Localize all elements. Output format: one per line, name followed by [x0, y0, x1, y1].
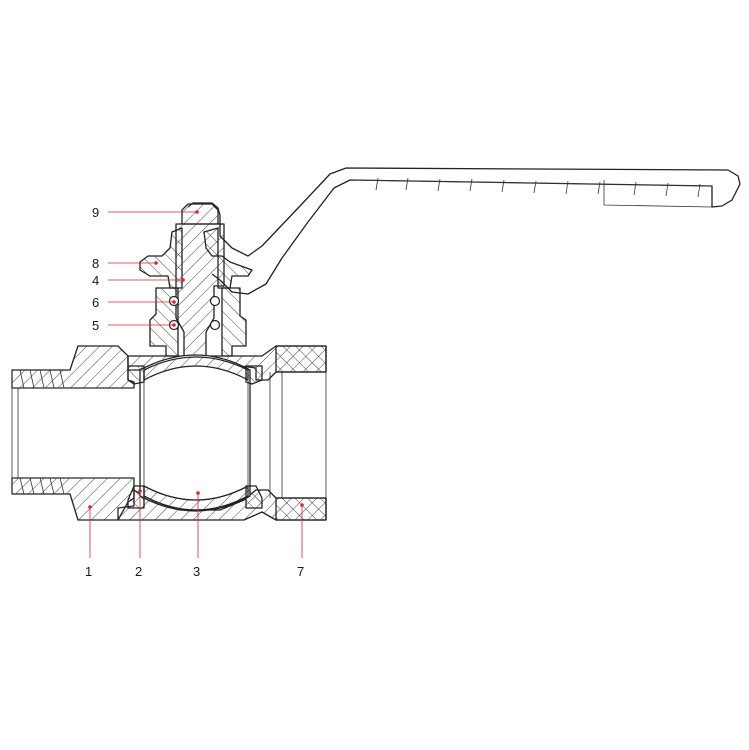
callout-7: 7: [297, 503, 304, 579]
svg-text:2: 2: [135, 564, 142, 579]
callout-9: 9: [92, 205, 199, 220]
ball: [139, 354, 251, 512]
callout-5: 5: [92, 318, 176, 333]
callout-2: 2: [135, 489, 142, 579]
callout-4: 4: [92, 273, 185, 288]
svg-text:4: 4: [92, 273, 99, 288]
callout-8: 8: [92, 256, 158, 271]
svg-text:7: 7: [297, 564, 304, 579]
svg-text:9: 9: [92, 205, 99, 220]
callout-6: 6: [92, 295, 176, 310]
lever-handle: [187, 167, 741, 295]
callout-1: 1: [85, 505, 92, 579]
svg-text:3: 3: [193, 564, 200, 579]
end-connector: [11, 345, 135, 521]
valve-stem: [175, 223, 225, 363]
stem-nut: [181, 203, 219, 225]
svg-text:1: 1: [85, 564, 92, 579]
svg-text:6: 6: [92, 295, 99, 310]
svg-text:8: 8: [92, 256, 99, 271]
callout-3: 3: [193, 491, 200, 579]
svg-text:5: 5: [92, 318, 99, 333]
